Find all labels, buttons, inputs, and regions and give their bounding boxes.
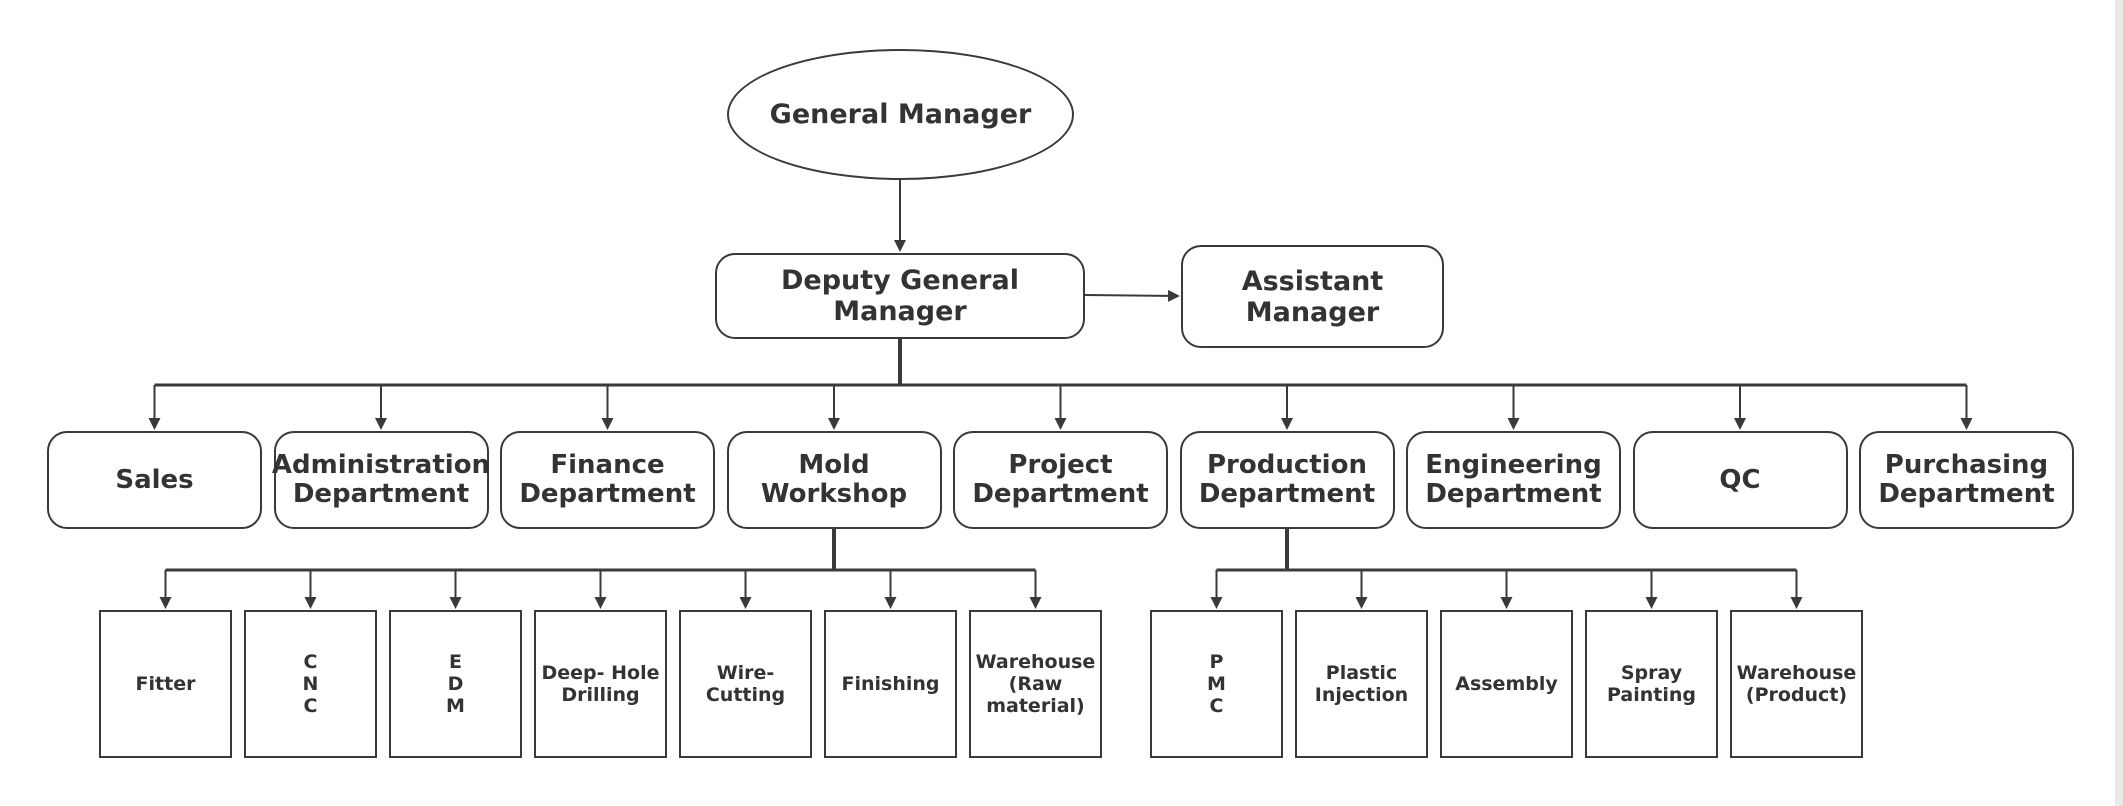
- unit-node: Spray Painting: [1585, 610, 1718, 758]
- department-node-label: Production Department: [1198, 450, 1376, 509]
- unit-node-label: Assembly: [1455, 673, 1558, 695]
- assistant-manager-node: Assistant Manager: [1181, 245, 1444, 348]
- department-node: Mold Workshop: [726, 431, 942, 529]
- unit-node-label: Plastic Injection: [1314, 662, 1409, 706]
- department-node: Production Department: [1179, 431, 1395, 529]
- deputy-general-manager-label: Deputy General Manager: [781, 265, 1019, 327]
- general-manager-label: General Manager: [769, 99, 1032, 130]
- unit-node: Wire- Cutting: [679, 610, 812, 758]
- unit-node-label: P M C: [1207, 651, 1226, 717]
- department-node: Purchasing Department: [1859, 431, 2074, 529]
- department-node: Finance Department: [500, 431, 715, 529]
- unit-node: Plastic Injection: [1295, 610, 1428, 758]
- department-node-label: Mold Workshop: [760, 450, 908, 509]
- unit-node: Fitter: [99, 610, 232, 758]
- department-node: Administration Department: [271, 431, 491, 529]
- unit-node-label: Spray Painting: [1607, 662, 1696, 706]
- unit-node-label: Finishing: [841, 673, 940, 695]
- department-node-label: Administration Department: [271, 450, 491, 509]
- unit-node: P M C: [1150, 610, 1283, 758]
- unit-node-label: Warehouse (Raw material): [975, 651, 1096, 717]
- unit-node-label: Fitter: [135, 673, 196, 695]
- department-node: Sales: [47, 431, 262, 529]
- dgm-to-assistant-arrow: [1084, 289, 1180, 302]
- department-node-label: Engineering Department: [1425, 450, 1602, 509]
- unit-node: Warehouse (Raw material): [969, 610, 1102, 758]
- department-node: Engineering Department: [1406, 431, 1621, 529]
- department-node-label: Finance Department: [519, 450, 696, 509]
- unit-node: E D M: [389, 610, 522, 758]
- unit-node: Deep- Hole Drilling: [534, 610, 667, 758]
- unit-node-label: Wire- Cutting: [705, 662, 786, 706]
- unit-node-label: E D M: [446, 651, 465, 717]
- unit-node-label: Warehouse (Product): [1736, 662, 1857, 706]
- assistant-manager-label: Assistant Manager: [1241, 265, 1384, 328]
- unit-node-label: Deep- Hole Drilling: [541, 662, 660, 706]
- unit-node-label: C N C: [302, 651, 319, 717]
- unit-node: Warehouse (Product): [1730, 610, 1863, 758]
- department-node: QC: [1632, 431, 1848, 529]
- unit-node: Assembly: [1440, 610, 1573, 758]
- department-node-label: Sales: [115, 464, 194, 495]
- unit-node: Finishing: [824, 610, 957, 758]
- department-node: Project Department: [953, 431, 1168, 529]
- department-node-label: Purchasing Department: [1878, 450, 2055, 509]
- department-node-label: QC: [1719, 464, 1761, 495]
- deputy-general-manager-node: Deputy General Manager: [715, 253, 1085, 339]
- scrollbar[interactable]: [2115, 0, 2123, 806]
- general-manager-node: General Manager: [727, 49, 1074, 180]
- unit-node: C N C: [244, 610, 377, 758]
- department-node-label: Project Department: [972, 450, 1149, 509]
